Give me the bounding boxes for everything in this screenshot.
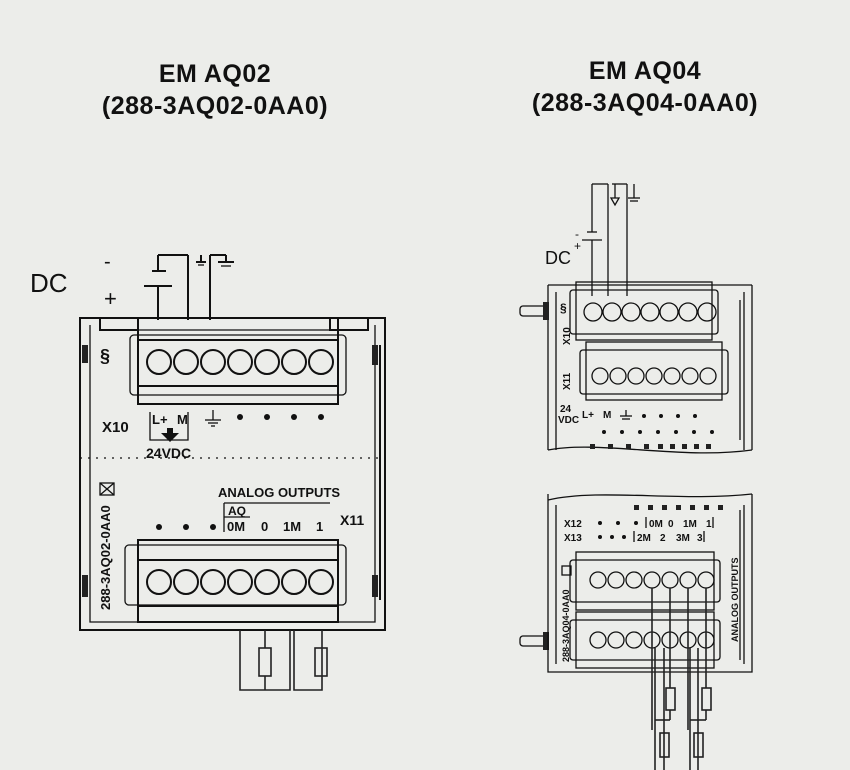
right-battery-symbol	[582, 183, 628, 296]
right-x13-terminal-2m: 2M	[637, 533, 651, 544]
right-x12-terminal-0m: 0M	[649, 519, 663, 530]
right-24-label: 24	[560, 404, 572, 415]
left-aq-label-box: AQ 0M 0 1M 1	[223, 502, 330, 534]
left-plus-label: +	[104, 286, 117, 311]
right-rail-clip-bottom	[519, 632, 549, 650]
right-x10-label: X10	[562, 327, 573, 345]
right-vdc-label: VDC	[558, 415, 579, 426]
right-title-line2: (288-3AQ04-0AA0)	[531, 89, 759, 117]
left-supply-arrow-icon	[161, 428, 179, 442]
right-x12-terminal-1m: 1M	[683, 519, 697, 530]
left-ground-icon-2	[210, 254, 234, 267]
left-top-status-dots	[237, 414, 324, 420]
right-output-loads	[651, 588, 712, 770]
left-output-load-2	[293, 630, 328, 691]
right-dc-label: DC	[545, 248, 571, 268]
left-terminal-0m: 0M	[227, 519, 245, 534]
left-bottom-status-dots	[156, 524, 216, 530]
right-plus-label: +	[574, 239, 581, 253]
left-ground-terminal-icon	[205, 410, 221, 427]
left-clip-bottom-right	[372, 575, 378, 597]
left-title-line1: EM AQ02	[158, 60, 272, 88]
left-module-diagram: DC - +	[30, 251, 386, 691]
left-module-title: EM AQ02 (288-3AQ02-0AA0)	[60, 58, 370, 122]
left-ground-icon-1	[196, 255, 211, 320]
left-part-number: 288-3AQ02-0AA0	[98, 505, 113, 610]
left-terminal-1m: 1M	[283, 519, 301, 534]
right-x12-dots	[598, 521, 638, 539]
left-lplus-label: L+	[152, 412, 168, 427]
left-clip-bottom	[82, 575, 88, 597]
right-x12-terminal-0: 0	[668, 519, 674, 530]
left-battery-symbol	[144, 254, 189, 320]
left-terminal-1: 1	[316, 519, 323, 534]
right-upper-housing	[547, 281, 753, 454]
left-title-line2: (288-3AQ02-0AA0)	[101, 92, 329, 120]
left-24vdc-label: 24VDC	[146, 445, 191, 461]
left-supply-box: L+ M 24VDC	[146, 412, 191, 461]
left-analog-outputs-label: ANALOG OUTPUTS	[218, 485, 340, 500]
right-x10-screw-terminals	[583, 302, 717, 322]
right-upper-led-row	[590, 444, 711, 449]
right-lower-housing	[547, 493, 753, 673]
left-terminal-0: 0	[261, 519, 268, 534]
right-rail-clip-top	[519, 302, 549, 320]
right-x13-terminal-3m: 3M	[676, 533, 690, 544]
right-part-number: 288-3AQ04-0AA0	[561, 589, 571, 662]
left-top-screw-terminals	[146, 349, 334, 375]
right-x13-terminal-3: 3	[697, 533, 703, 544]
left-top-terminal-block	[129, 317, 347, 405]
right-upper-status-dots	[602, 414, 714, 434]
right-lower-led-row	[634, 505, 723, 510]
left-dc-label: DC	[30, 268, 68, 298]
right-module-diagram: DC - +	[519, 183, 753, 770]
left-minus-label: -	[104, 251, 111, 273]
left-x10-label: X10	[102, 419, 129, 436]
right-ground-icon	[609, 184, 640, 207]
left-bottom-screw-terminals	[146, 569, 334, 595]
right-x11-label: X11	[562, 372, 573, 390]
right-barcode-icon	[561, 565, 572, 576]
right-lplus-label: L+	[582, 410, 594, 421]
left-output-load-1	[239, 630, 291, 691]
right-x11-screw-terminals	[591, 367, 717, 385]
left-aq-label: AQ	[228, 504, 246, 518]
left-module-housing	[79, 317, 386, 631]
right-module-title: EM AQ04 (288-3AQ04-0AA0)	[490, 55, 800, 119]
right-x13-label: X13	[564, 533, 582, 544]
right-minus-label: -	[575, 227, 579, 241]
right-analog-outputs-label: ANALOG OUTPUTS	[730, 558, 740, 643]
right-x12-terminal-1: 1	[706, 519, 712, 530]
left-bottom-terminal-block	[124, 539, 347, 623]
right-x12-screw-terminals	[589, 571, 715, 589]
left-clip-top	[82, 345, 88, 363]
left-clip-top-right	[372, 345, 378, 365]
left-x11-label: X11	[340, 512, 364, 528]
right-x13-terminal-2: 2	[660, 533, 666, 544]
left-m-label: M	[177, 412, 188, 427]
right-m-label: M	[603, 410, 611, 421]
right-x12-label: X12	[564, 519, 582, 530]
right-logo-icon: §	[560, 301, 567, 315]
right-ground-terminal-icon	[620, 410, 632, 420]
left-logo-icon: §	[100, 346, 110, 366]
right-title-line1: EM AQ04	[588, 57, 702, 85]
left-barcode-icon	[99, 482, 115, 496]
